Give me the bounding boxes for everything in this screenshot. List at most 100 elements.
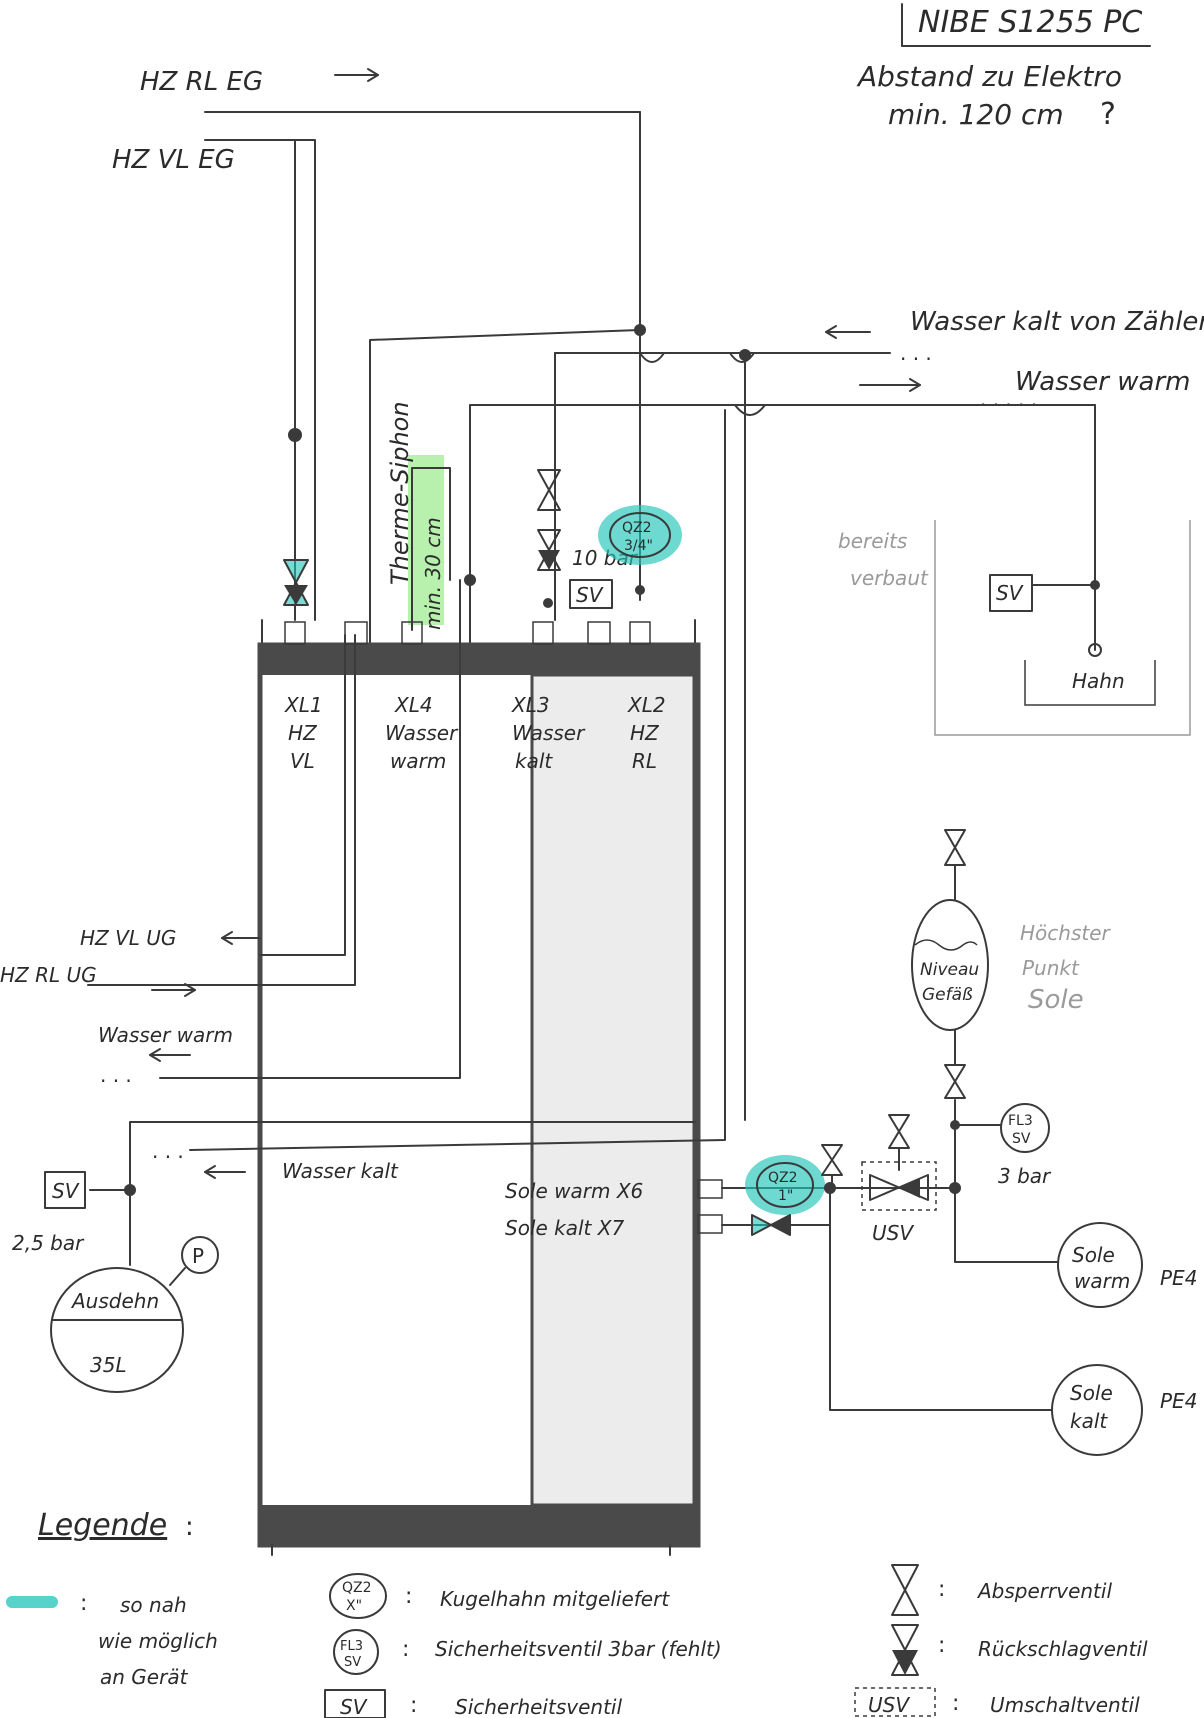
level-upper-valve[interactable]	[944, 829, 966, 866]
legend-green-2: wie möglich	[98, 1629, 218, 1653]
distance-note-1: Abstand zu Elektro	[856, 60, 1122, 93]
svg-text:3/4": 3/4"	[624, 538, 653, 554]
svg-text:SV: SV	[996, 581, 1024, 605]
qz2-sole-ball-valve[interactable]: QZ2 1"	[745, 1155, 825, 1215]
svg-text:Sicherheitsventil 3bar (fehlt): Sicherheitsventil 3bar (fehlt)	[435, 1637, 722, 1661]
legend-check: : Rückschlagventil	[891, 1624, 1148, 1676]
svg-text:SV: SV	[576, 583, 604, 607]
svg-text:Sole: Sole	[1072, 1243, 1115, 1267]
nibe-unit	[257, 619, 701, 1556]
legend-green-3: an Gerät	[100, 1665, 189, 1689]
svg-text:. . .: . . .	[152, 1139, 184, 1163]
siphon-min: min. 30 cm	[421, 517, 445, 630]
sole-kalt-probe: Sole kalt PE4	[1051, 1364, 1197, 1456]
svg-text:HZ: HZ	[288, 721, 318, 745]
distance-note-2: min. 120 cm	[888, 98, 1064, 131]
legend-green-1: so nah	[120, 1593, 187, 1617]
junction-rl-eg	[634, 324, 646, 336]
existing-tap-box: bereits verbaut SV Hahn	[838, 520, 1191, 736]
xl3-shutoff-valve[interactable]	[537, 469, 561, 511]
port-xl4: XL4 Wasser warm	[385, 693, 459, 773]
svg-text:XL1: XL1	[284, 693, 323, 717]
label-hz-rl-eg: HZ RL EG	[140, 67, 263, 97]
svg-text:RL: RL	[632, 749, 657, 773]
svg-text::: :	[185, 1512, 194, 1542]
legend-safety: SV : Sicherheitsventil	[324, 1689, 622, 1718]
svg-text:FL3: FL3	[1008, 1113, 1033, 1129]
svg-text:FL3: FL3	[340, 1639, 363, 1654]
svg-text::: :	[952, 1691, 959, 1716]
svg-text:warm: warm	[390, 749, 446, 773]
dots-warm: . . . . .	[980, 387, 1037, 411]
level-lower-valve[interactable]	[944, 1064, 966, 1099]
existing-label-2: verbaut	[850, 566, 929, 590]
svg-text:Gefäß: Gefäß	[922, 985, 973, 1005]
unit-top-bar	[260, 645, 698, 675]
label-hz-rl-ug: HZ RL UG	[0, 963, 97, 987]
siphon-label: Therme-Siphon	[386, 401, 414, 585]
usv-switch-valve[interactable]: USV	[861, 1114, 937, 1245]
sv-expansion[interactable]	[44, 1171, 86, 1209]
water-supply-lines: Wasser kalt von Zähler . . . Wasser warm…	[369, 307, 1204, 1121]
usv-label: USV	[872, 1221, 914, 1245]
svg-text:SV: SV	[1012, 1131, 1031, 1147]
heating-eg-lines: HZ RL EG HZ VL EG	[112, 67, 641, 621]
sole-warm-shutoff[interactable]	[821, 1144, 843, 1176]
port-xl3: XL3 Wasser kalt	[511, 693, 586, 773]
xl1-valve[interactable]	[283, 559, 309, 606]
legend-ball-valve: QZ2 X" : Kugelhahn mitgeliefert	[329, 1573, 670, 1619]
sole-warm-x6: Sole warm X6	[505, 1179, 643, 1203]
label-wasser-kalt-left: Wasser kalt	[282, 1159, 399, 1183]
svg-text:SV: SV	[340, 1695, 368, 1718]
junction-warm	[464, 574, 476, 586]
svg-text:P: P	[192, 1244, 204, 1268]
highest-point-2: Punkt	[1022, 956, 1080, 980]
label-wasser-warm: Wasser warm	[1015, 367, 1190, 397]
svg-text:XL2: XL2	[627, 693, 666, 717]
expansion-volume: 35L	[90, 1353, 127, 1377]
legend-safety-3bar: FL3 SV : Sicherheitsventil 3bar (fehlt)	[333, 1629, 722, 1675]
title: NIBE S1255 PC	[918, 5, 1142, 40]
xl3-check-valve[interactable]	[537, 529, 561, 571]
svg-text:QZ2: QZ2	[622, 520, 652, 536]
svg-text:QZ2: QZ2	[342, 1580, 372, 1596]
qz2-top-ball-valve[interactable]: QZ2 3/4"	[598, 505, 682, 565]
label-wasser-kalt-von: Wasser kalt von Zähler	[910, 307, 1204, 337]
svg-text:XL3: XL3	[511, 693, 550, 717]
pe-kalt: PE4	[1160, 1389, 1197, 1413]
svg-text::: :	[80, 1591, 87, 1616]
svg-text:SV: SV	[344, 1655, 361, 1670]
svg-text::: :	[938, 1577, 945, 1602]
label-hz-vl-ug: HZ VL UG	[80, 926, 176, 950]
label-hz-vl-eg: HZ VL EG	[112, 145, 235, 175]
highest-point-1: Höchster	[1020, 921, 1112, 945]
svg-text:warm: warm	[1074, 1269, 1130, 1293]
unit-right-panel	[530, 673, 696, 1507]
tap-label: Hahn	[1072, 669, 1125, 693]
svg-text:USV: USV	[868, 1693, 910, 1717]
junction-sv10	[543, 598, 553, 608]
fl3-sv[interactable]: FL3 SV 3 bar	[998, 1103, 1052, 1188]
port-xl1: XL1 HZ VL	[284, 693, 323, 773]
svg-text:XL4: XL4	[394, 693, 433, 717]
junction-cold	[739, 349, 751, 361]
fl3-value: 3 bar	[998, 1164, 1052, 1188]
existing-sv[interactable]	[989, 574, 1033, 612]
svg-text:Wasser: Wasser	[512, 721, 586, 745]
svg-text:SV: SV	[52, 1179, 80, 1203]
distance-question: ?	[1100, 97, 1116, 132]
junction-vl-eg	[288, 428, 302, 442]
ug-lines: HZ VL UG HZ RL UG Wasser warm . . . Wass…	[0, 409, 726, 1191]
svg-text:kalt: kalt	[1070, 1409, 1108, 1433]
sole-warm-probe: Sole warm PE4	[1057, 1222, 1197, 1308]
svg-text:X": X"	[346, 1598, 362, 1614]
sv-expansion-value: 2,5 bar	[12, 1231, 85, 1255]
svg-text:HZ: HZ	[630, 721, 660, 745]
svg-text::: :	[405, 1584, 412, 1609]
port-xl2: XL2 HZ RL	[627, 693, 666, 773]
sole-kalt-check-valve[interactable]	[751, 1214, 791, 1236]
svg-text:Kugelhahn mitgeliefert: Kugelhahn mitgeliefert	[440, 1587, 670, 1611]
legend-heading: Legende	[38, 1508, 167, 1543]
legend-green-swatch	[6, 1596, 58, 1608]
